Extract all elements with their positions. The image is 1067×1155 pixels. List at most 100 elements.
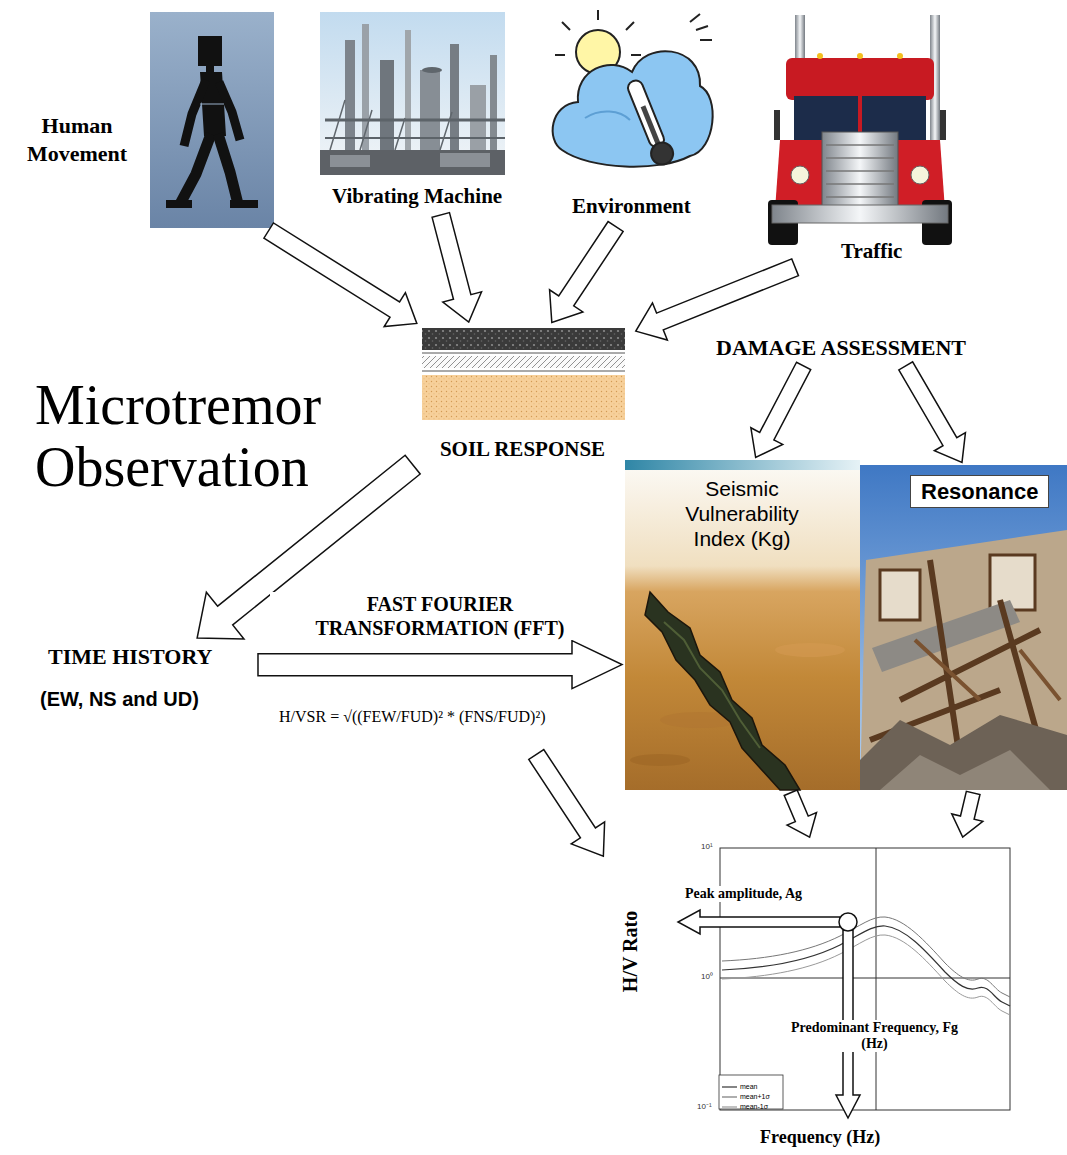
node-subtext: (EW, NS and UD) xyxy=(40,688,199,711)
hollow-arrow xyxy=(432,213,481,322)
legend-sample-line xyxy=(722,1097,737,1098)
walking-figure-picture xyxy=(166,200,192,208)
collapsed-building-picture xyxy=(990,555,1035,610)
refinery-picture xyxy=(320,12,505,175)
hv-spectrum-plot xyxy=(722,935,1010,1015)
legend-sample xyxy=(722,1103,737,1111)
source-label: Human Movement xyxy=(12,112,142,167)
truck-picture xyxy=(940,110,946,140)
refinery-picture xyxy=(325,119,505,122)
refinery-picture xyxy=(325,137,505,139)
collapsed-building-picture xyxy=(880,750,1050,790)
source-picture: Traffic xyxy=(755,15,950,266)
refinery-picture xyxy=(330,100,452,150)
ground-crack-picture xyxy=(664,622,760,748)
edge-label: FAST FOURIER TRANSFORMATION (FFT) xyxy=(270,592,610,640)
walking-figure-picture xyxy=(184,80,206,146)
hv-spectrum-plot xyxy=(678,910,840,934)
ground-crack-picture xyxy=(625,460,860,790)
truck-picture xyxy=(826,145,894,197)
hollow-arrow xyxy=(264,223,417,327)
hv-spectrum-plot xyxy=(678,848,1010,1118)
collapsed-building-picture xyxy=(860,465,1067,790)
walking-figure-picture xyxy=(150,12,274,228)
truck-picture xyxy=(911,166,929,184)
assessment-heading: DAMAGE ASSESSMENT xyxy=(712,333,1022,363)
ground-crack-picture xyxy=(645,592,800,790)
ground-crack-picture xyxy=(625,470,860,790)
collapsed-building-picture xyxy=(915,640,1060,700)
hollow-arrow xyxy=(258,641,622,689)
soil-layers xyxy=(422,371,625,372)
walking-figure-picture xyxy=(206,66,214,72)
legend-text: mean-1σ xyxy=(740,1103,768,1110)
legend-text: mean xyxy=(740,1083,758,1090)
hollow-arrow xyxy=(636,259,799,340)
legend-sample xyxy=(722,1083,737,1091)
source-picture: Environment xyxy=(555,12,733,224)
node-heading: TIME HISTORY xyxy=(48,644,212,669)
weather-picture xyxy=(555,10,641,55)
picture-panel: Resonance xyxy=(860,465,1067,790)
legend-text: mean+1σ xyxy=(740,1093,770,1100)
panel-label: Seismic Vulnerability Index (Kg) xyxy=(667,476,817,552)
truck-picture xyxy=(817,53,823,59)
hollow-arrow xyxy=(529,750,605,857)
ground-crack-picture xyxy=(630,754,690,766)
walking-figure-picture xyxy=(230,200,258,208)
truck-picture xyxy=(772,205,948,223)
collapsed-building-picture xyxy=(880,570,920,620)
time-history-node: TIME HISTORY (EW, NS and UD) xyxy=(40,640,255,720)
source-picture: Human Movement xyxy=(12,12,274,229)
legend-item: mean-1σ xyxy=(722,1097,768,1106)
weather-picture xyxy=(690,14,712,40)
hv-chart: Peak amplitude, Ag H/V RatoPredominant Fr… xyxy=(605,840,1025,1152)
truck-picture xyxy=(857,53,863,59)
refinery-picture xyxy=(422,67,442,73)
picture-panel: Seismic Vulnerability Index (Kg) xyxy=(625,460,860,790)
collapsed-building-picture xyxy=(860,715,1067,790)
weather-picture xyxy=(553,10,713,168)
hv-spectrum-plot xyxy=(720,978,1010,979)
panel-label: Resonance xyxy=(910,475,1049,508)
refinery-picture xyxy=(440,153,490,167)
truck-picture xyxy=(897,53,903,59)
walking-figure-picture xyxy=(150,12,274,228)
weather-picture xyxy=(648,139,677,168)
hv-spectrum-plot xyxy=(722,917,1010,997)
walking-figure-picture xyxy=(200,104,224,105)
source-label: Traffic xyxy=(841,239,902,263)
ground-crack-picture xyxy=(625,460,860,470)
heading-text: DAMAGE ASSESSMENT xyxy=(716,335,966,360)
collapsed-building-picture xyxy=(860,465,1067,790)
formula-text: H/VSR = √((FEW/FUD)² * (FNS/FUD)²) xyxy=(279,708,546,726)
soil-label: SOIL RESPONSE xyxy=(415,437,630,461)
legend-sample-line xyxy=(722,1107,737,1108)
soil-layers xyxy=(422,375,625,420)
axis-title: Frequency (Hz) xyxy=(760,1127,880,1148)
hollow-arrow xyxy=(550,222,624,323)
peak-label: Peak amplitude, Ag xyxy=(683,886,804,902)
axis-title: H/V Rato xyxy=(619,902,642,1002)
hollow-arrow xyxy=(899,362,966,463)
frequency-label: Predominant Frequency, Fg (Hz) xyxy=(775,1020,974,1052)
legend-item: mean xyxy=(722,1077,758,1086)
weather-picture xyxy=(553,51,713,167)
hv-spectrum-plot xyxy=(722,926,1010,1006)
soil-layers xyxy=(422,328,625,350)
hollow-arrow xyxy=(952,791,983,837)
truck-picture xyxy=(822,132,898,212)
axis-tick-label: 10¹ xyxy=(701,842,713,851)
soil-layers xyxy=(422,353,625,354)
soil-layers xyxy=(422,328,625,420)
weather-picture xyxy=(585,111,630,120)
source-picture: Vibrating Machine xyxy=(320,12,560,212)
hollow-arrow xyxy=(751,362,811,457)
legend-item: mean+1σ xyxy=(722,1087,770,1096)
walking-figure-picture xyxy=(219,82,240,140)
axis-tick-label: 10⁰ xyxy=(701,972,713,981)
